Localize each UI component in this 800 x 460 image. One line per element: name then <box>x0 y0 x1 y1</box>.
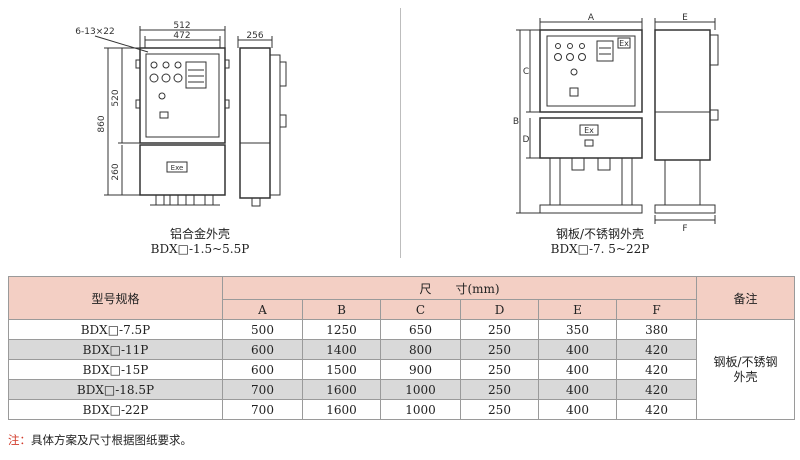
dim-holes: 6-13×22 <box>75 27 114 37</box>
label-ex-top: Ex <box>619 39 629 48</box>
col-c: C <box>380 299 461 320</box>
cell-f: 420 <box>615 379 698 400</box>
cell-f: 420 <box>615 399 698 420</box>
cell-e: 400 <box>538 399 617 420</box>
technical-drawings: 512 472 6-13×22 256 860 520 260 Exe A E … <box>75 13 719 234</box>
note-cell: 钢板/不锈钢 外壳 <box>696 319 796 420</box>
footnote-lead: 注： <box>8 433 31 447</box>
right-caption-model: BDX□-7. 5~22P <box>550 242 650 256</box>
dim-f: F <box>682 224 687 234</box>
cell-f: 420 <box>615 359 698 380</box>
spec-table: 型号规格 尺 寸(mm) 备注 A B C D E F BDX□-7.5P 50… <box>8 276 796 420</box>
table-row: BDX□-18.5P 700 1600 1000 250 400 420 <box>8 379 795 400</box>
cell-a: 700 <box>222 379 303 400</box>
dim-256: 256 <box>246 31 263 41</box>
col-f: F <box>615 299 698 320</box>
dim-d: D <box>523 135 530 145</box>
right-side-view <box>654 18 719 224</box>
cell-model: BDX□-7.5P <box>8 319 223 340</box>
header-size: 尺 寸(mm) <box>221 276 698 300</box>
cell-a: 600 <box>222 339 303 360</box>
table-row: BDX□-22P 700 1600 1000 250 400 420 <box>8 399 795 420</box>
col-e: E <box>538 299 617 320</box>
cell-d: 250 <box>460 379 539 400</box>
dim-512: 512 <box>173 21 190 31</box>
label-ex-mid: Ex <box>584 126 594 135</box>
cell-b: 1600 <box>302 399 381 420</box>
dim-b: B <box>513 117 519 127</box>
cell-d: 250 <box>460 339 539 360</box>
cell-d: 250 <box>460 399 539 420</box>
col-d: D <box>460 299 539 320</box>
note-line2: 外壳 <box>733 369 758 384</box>
label-exe: Exe <box>171 164 184 172</box>
cell-a: 500 <box>222 319 303 340</box>
cell-b: 1400 <box>302 339 381 360</box>
cell-e: 350 <box>538 319 617 340</box>
cell-f: 380 <box>615 319 698 340</box>
cell-e: 400 <box>538 379 617 400</box>
cell-model: BDX□-15P <box>8 359 223 380</box>
left-caption-model: BDX□-1.5~5.5P <box>150 242 250 256</box>
col-a: A <box>222 299 303 320</box>
cell-e: 400 <box>538 359 617 380</box>
dim-c: C <box>523 67 529 77</box>
dim-e: E <box>682 13 688 23</box>
cell-c: 1000 <box>380 399 461 420</box>
dim-472: 472 <box>173 31 190 41</box>
note-line1: 钢板/不锈钢 <box>713 354 778 369</box>
table-row: BDX□-7.5P 500 1250 650 250 350 380 钢板/不锈… <box>8 319 796 420</box>
cell-c: 800 <box>380 339 461 360</box>
cell-a: 700 <box>222 399 303 420</box>
cell-c: 650 <box>380 319 461 340</box>
drawing-divider <box>400 8 401 258</box>
dim-a: A <box>588 13 595 23</box>
left-caption-name: 铝合金外壳 <box>169 227 230 241</box>
cell-c: 900 <box>380 359 461 380</box>
left-caption: 铝合金外壳 BDX□-1.5~5.5P <box>100 227 300 257</box>
footnote: 注：具体方案及尺寸根据图纸要求。 <box>8 432 192 448</box>
left-front-view <box>94 26 230 206</box>
table-row: BDX□-11P 600 1400 800 250 400 420 <box>8 339 795 360</box>
footnote-text: 具体方案及尺寸根据图纸要求。 <box>31 433 192 447</box>
cell-model: BDX□-11P <box>8 339 223 360</box>
dim-520: 520 <box>111 89 121 106</box>
cell-d: 250 <box>460 359 539 380</box>
left-side-view <box>237 36 287 207</box>
cell-b: 1250 <box>302 319 381 340</box>
cell-b: 1600 <box>302 379 381 400</box>
right-caption-name: 钢板/不锈钢外壳 <box>555 227 645 241</box>
cell-f: 420 <box>615 339 698 360</box>
cell-model: BDX□-18.5P <box>8 379 223 400</box>
cell-b: 1500 <box>302 359 381 380</box>
right-front-view <box>516 18 643 214</box>
cell-e: 400 <box>538 339 617 360</box>
dim-860: 860 <box>97 115 107 132</box>
right-caption: 钢板/不锈钢外壳 BDX□-7. 5~22P <box>490 227 710 257</box>
cell-model: BDX□-22P <box>8 399 223 420</box>
cell-d: 250 <box>460 319 539 340</box>
table-row: BDX□-15P 600 1500 900 250 400 420 <box>8 359 795 380</box>
cell-c: 1000 <box>380 379 461 400</box>
drawings-area: 512 472 6-13×22 256 860 520 260 Exe A E … <box>75 13 719 234</box>
col-b: B <box>302 299 381 320</box>
header-model: 型号规格 <box>8 276 223 320</box>
cell-a: 600 <box>222 359 303 380</box>
dim-260: 260 <box>111 163 121 180</box>
header-note: 备注 <box>696 276 796 320</box>
